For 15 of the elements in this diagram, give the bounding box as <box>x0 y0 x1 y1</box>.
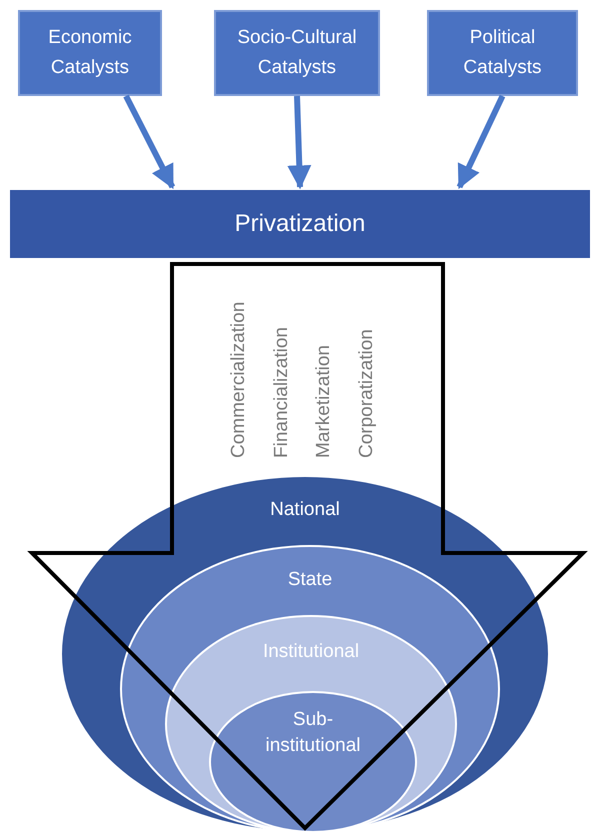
arrow <box>287 96 312 190</box>
catalyst-box: Political Catalysts <box>427 10 578 96</box>
process-label: Financialization <box>271 327 293 458</box>
level-label: Institutional <box>262 640 360 664</box>
catalyst-box: Socio-Cultural Catalysts <box>214 10 380 96</box>
level-label: State <box>286 568 334 592</box>
process-label: Corporatization <box>356 329 378 458</box>
privatization-band: Privatization <box>10 190 590 258</box>
arrow <box>123 94 176 190</box>
level-label: Sub-institutional <box>264 708 362 758</box>
arrow <box>456 94 506 190</box>
process-label: Commercialization <box>228 302 250 458</box>
process-label: Marketization <box>313 345 335 458</box>
level-label: National <box>269 498 341 522</box>
catalyst-box: Economic Catalysts <box>18 10 162 96</box>
